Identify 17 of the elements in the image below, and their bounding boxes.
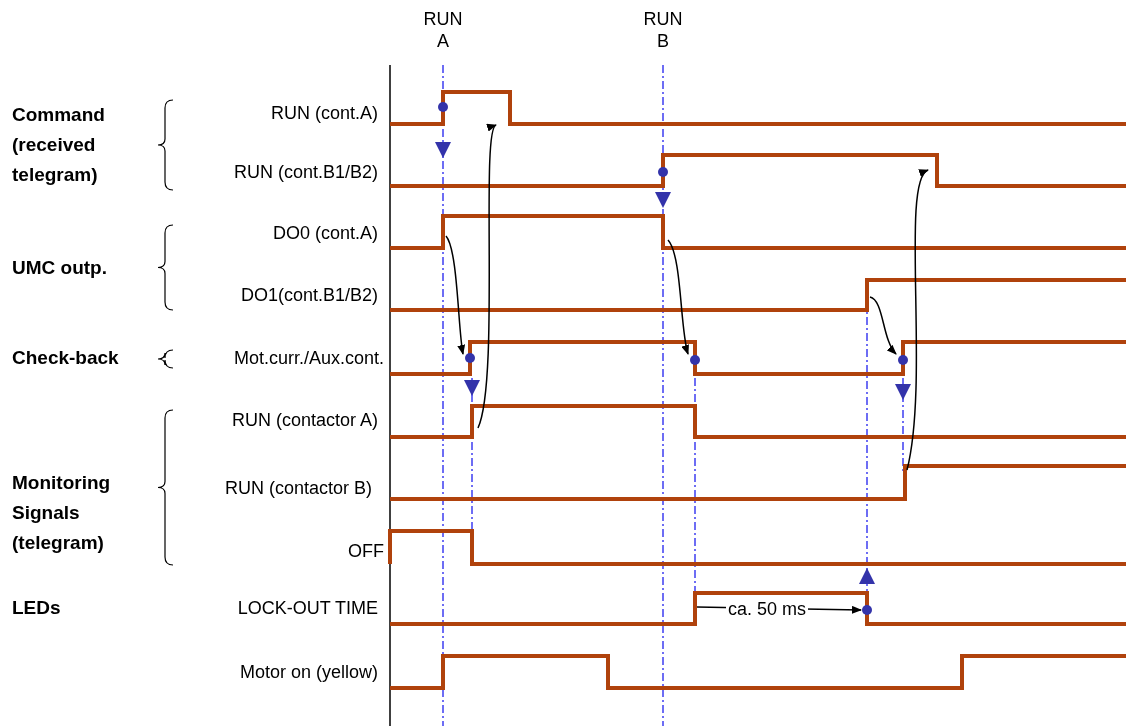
signal-name: RUN (contactor A) (231, 409, 378, 431)
signal-name: RUN (cont.A) (271, 102, 378, 124)
group-label: UMC outp. (12, 256, 108, 280)
time-marker-label: RUN A (422, 8, 464, 52)
signal-name: RUN (contactor B) (224, 477, 372, 499)
group-label: LEDs (12, 596, 62, 620)
signal-name: RUN (cont.B1/B2) (233, 161, 378, 183)
signal-name: OFF (348, 540, 384, 562)
group-label: Monitoring Signals (telegram) (12, 471, 112, 555)
signal-name: Motor on (yellow) (239, 661, 378, 683)
signal-name: DO1(cont.B1/B2) (240, 284, 378, 306)
signal-name: LOCK-OUT TIME (237, 597, 378, 619)
group-label: Command (received telegram) (12, 103, 106, 187)
signal-name: Mot.curr./Aux.cont. (233, 347, 384, 369)
signal-name: DO0 (cont.A) (272, 222, 378, 244)
group-label: Check-back (12, 346, 120, 370)
time-marker-label: RUN B (642, 8, 684, 52)
